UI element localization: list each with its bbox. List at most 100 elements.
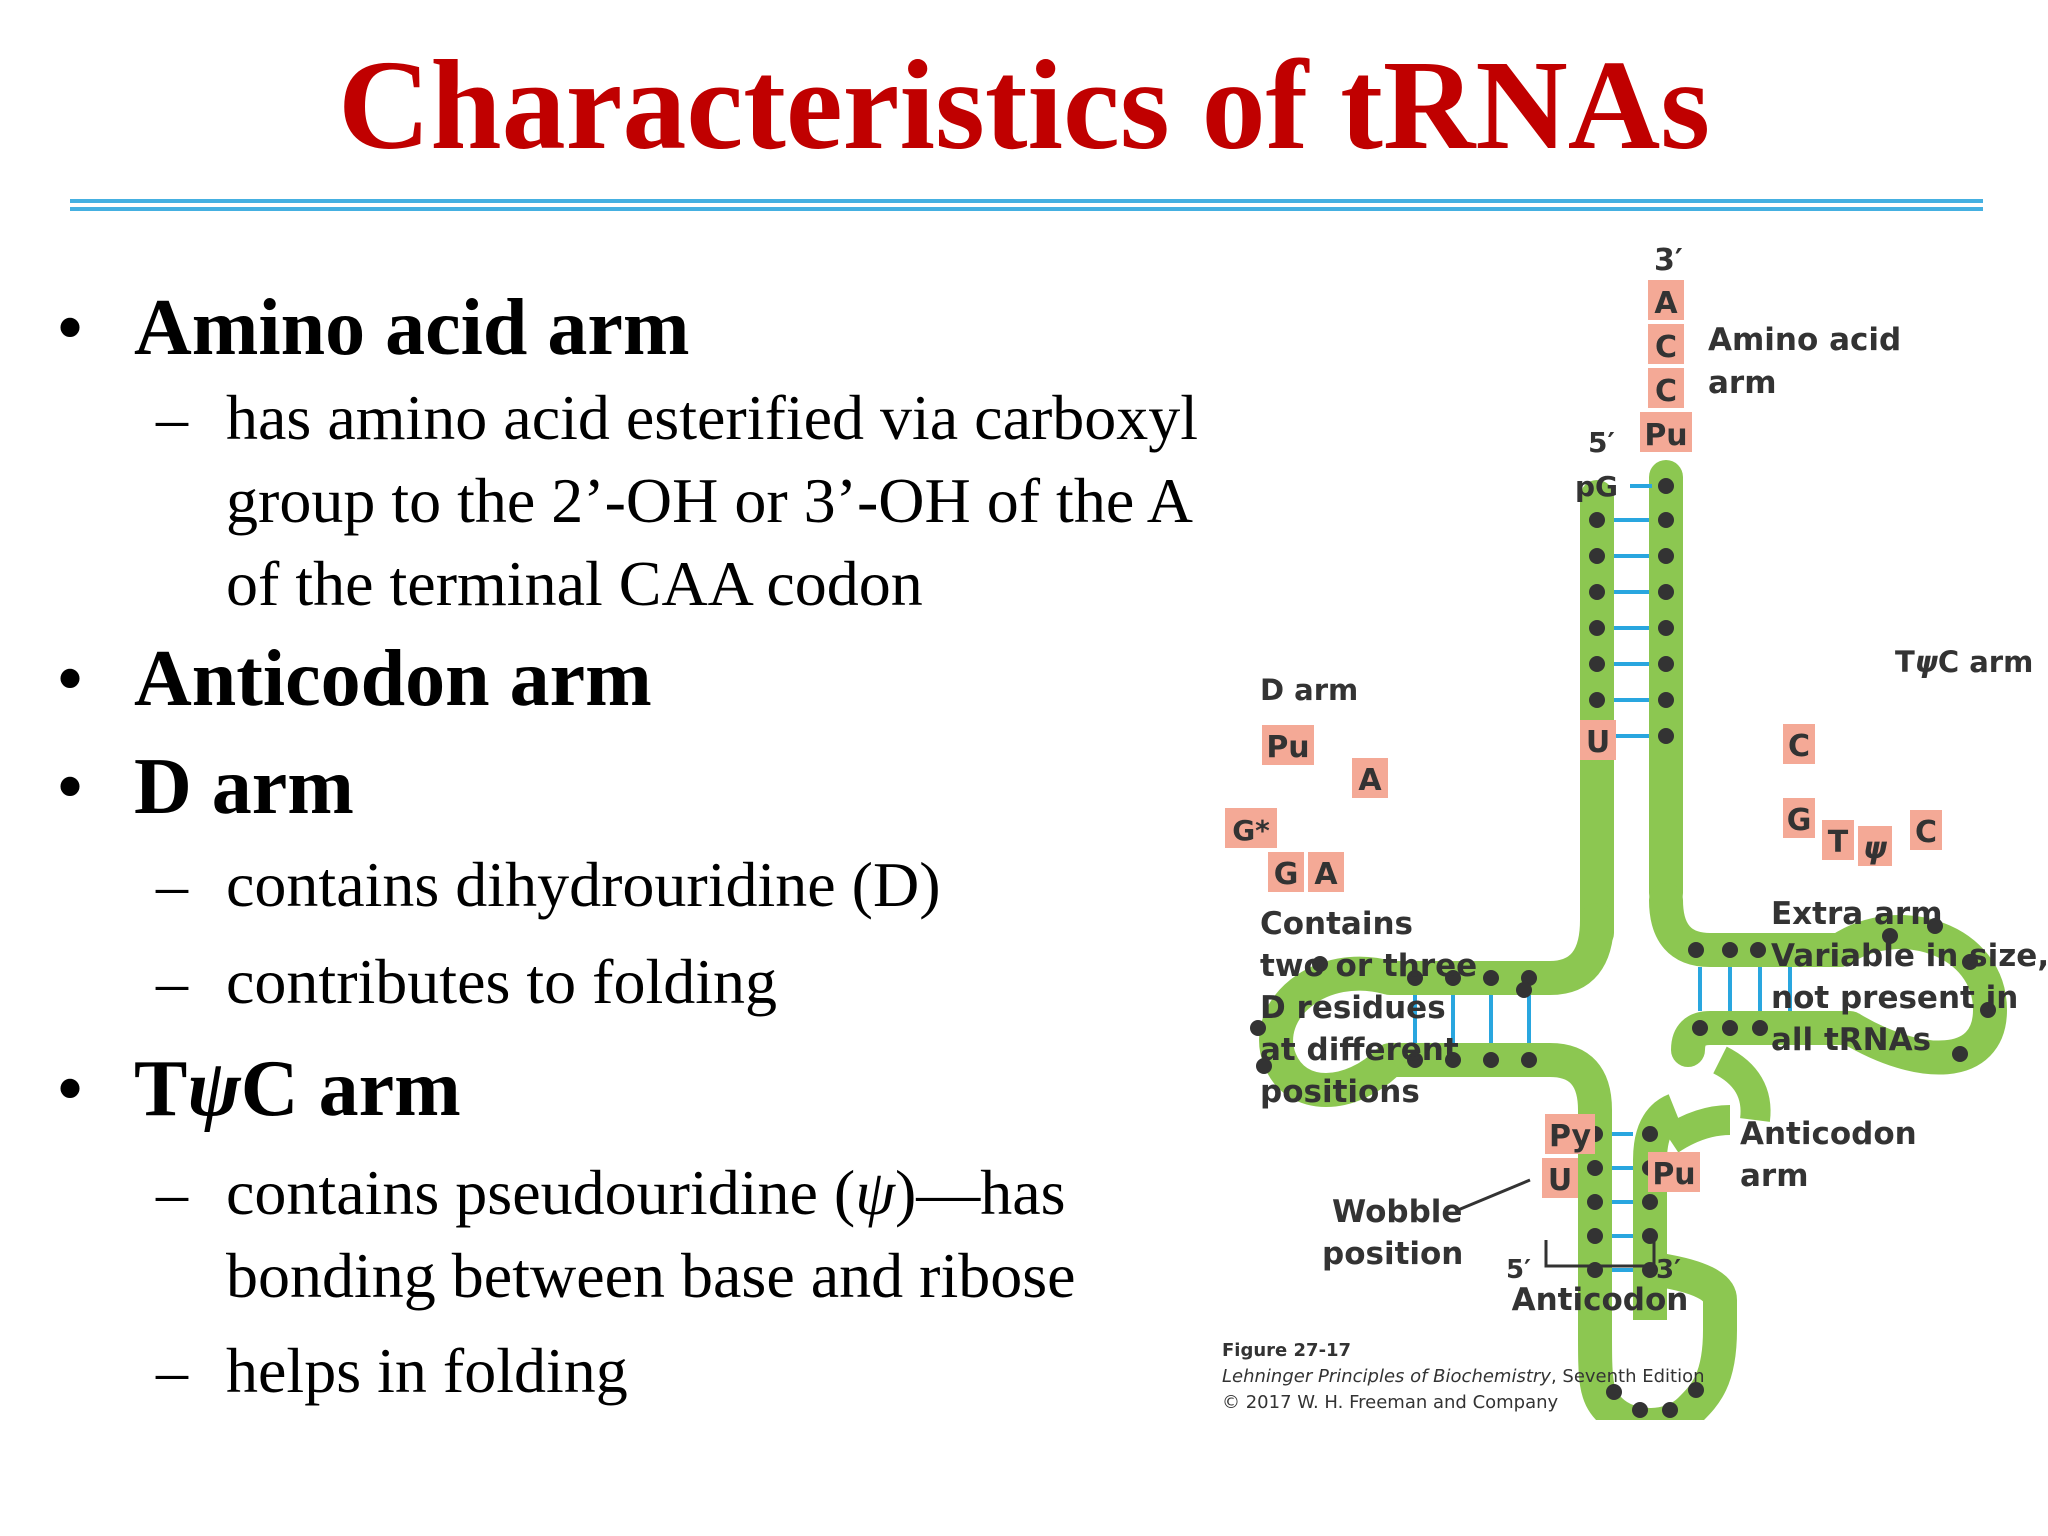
label-anticodon: Anticodon [1512, 1282, 1689, 1318]
nucleotide-dot [1642, 1194, 1658, 1210]
bullet-glyph: • [56, 1045, 85, 1133]
base-box [1783, 724, 1815, 764]
nucleotide-dot [1927, 918, 1943, 934]
dash-glyph: – [156, 1335, 188, 1406]
nucleotide-dot [1632, 1402, 1648, 1418]
base-U: U [1548, 1163, 1572, 1198]
nucleotide-dot [1521, 1052, 1537, 1068]
label-anticodon-arm: arm [1740, 1158, 1809, 1194]
dash-glyph: – [156, 382, 188, 453]
nucleotide-dot [1312, 956, 1328, 972]
label-amino-acid-arm: arm [1708, 365, 1777, 401]
caption-copyright: © 2017 W. H. Freeman and Company [1222, 1392, 1559, 1413]
nucleotide-dots [1587, 1126, 1658, 1278]
sub-bullet-psi: ψ [855, 1157, 895, 1228]
label-anticodon-3prime: 3′ [1656, 1255, 1681, 1285]
base-U: U [1586, 725, 1610, 760]
nucleotide-dot [1980, 1002, 1996, 1018]
base-Py: Py [1549, 1119, 1592, 1154]
bullet-heading: Anticodon arm [134, 635, 652, 723]
base-box [1542, 1158, 1578, 1198]
bullet-list: • Amino acid arm – has amino acid esteri… [56, 272, 1206, 1412]
label-extra-arm: not present in [1771, 980, 2018, 1016]
label-contains: positions [1260, 1074, 1420, 1110]
label-contains: two or three [1260, 948, 1477, 984]
sub-bullet-text: helps in folding [226, 1335, 628, 1406]
label-wobble: Wobble [1332, 1194, 1462, 1230]
caption-book: Lehninger Principles of Biochemistry [1222, 1366, 1551, 1387]
base-A: A [1358, 763, 1382, 798]
label-tpc-arm: TψC arm [1895, 645, 2033, 679]
base-box [1352, 758, 1388, 798]
base-box [1783, 798, 1815, 838]
label-tpc-arm-c: C arm [1938, 645, 2033, 679]
label-extra-arm: Variable in size, [1771, 938, 2048, 974]
nucleotide-dot [1658, 620, 1674, 636]
nucleotide-dot [1658, 548, 1674, 564]
sub-bullet-text-post: )—has bonding between base and ribose [226, 1157, 1076, 1311]
sub-bullet-text-pre: contains pseudouridine ( [226, 1157, 856, 1228]
anticodon-strand-5prime [1578, 1100, 1612, 1350]
base-box [1308, 852, 1344, 892]
nucleotide-dot [1516, 982, 1532, 998]
nucleotide-dot [1658, 656, 1674, 672]
nucleotide-dot [1662, 1402, 1678, 1418]
tpc-arm-base-pairs [1698, 967, 1792, 1011]
d-loop [1259, 956, 1403, 1107]
bullet-amino-acid-arm: • Amino acid arm [56, 280, 1206, 376]
bullet-glyph: • [56, 284, 85, 372]
nucleotide-dot [1587, 1228, 1603, 1244]
bullet-tpsic-arm: • TψC arm [56, 1041, 1206, 1137]
nucleotide-dot [1658, 692, 1674, 708]
base-box [1580, 720, 1616, 760]
bullet-glyph: • [56, 743, 85, 831]
nucleotide-dot [1589, 512, 1605, 528]
anticodon-bases: Py U Pu [1542, 1114, 1700, 1198]
nucleotide-dot [1587, 1262, 1603, 1278]
dash-glyph: – [156, 1157, 188, 1228]
extra-arm-segment [1661, 1105, 1731, 1153]
nucleotide-dot [1445, 1052, 1461, 1068]
sub-bullet: – helps in folding [56, 1329, 1236, 1412]
label-contains: Contains [1260, 906, 1413, 942]
label-contains: D residues [1260, 990, 1446, 1026]
nucleotide-dot [1692, 1020, 1708, 1036]
dash-glyph: – [156, 849, 188, 920]
bullet-anticodon-arm: • Anticodon arm [56, 631, 1206, 727]
sub-bullet-text: contains dihydrouridine (D) [226, 849, 941, 920]
nucleotide-dot [1256, 1058, 1272, 1074]
nucleotide-dot [1688, 1382, 1704, 1398]
stem-strand-5prime [1580, 480, 1614, 950]
nucleotide-dot [1642, 1228, 1658, 1244]
nucleotide-dot [1722, 942, 1738, 958]
tpc-arm-top-strand [1649, 883, 1857, 967]
nucleotide-dot [1752, 1020, 1768, 1036]
base-box [1268, 852, 1304, 892]
base-box [1225, 808, 1277, 848]
base-box [1648, 324, 1684, 364]
trna-diagram: A C C Pu U Pu A G* G A [1222, 243, 2048, 1420]
base-A: A [1654, 286, 1678, 321]
sub-bullet: – contains pseudouridine (ψ)—has bonding… [56, 1151, 1236, 1317]
bullet-heading-pre: T [134, 1045, 188, 1133]
label-contains: at different [1260, 1032, 1459, 1068]
wobble-pointer [1457, 1178, 1531, 1212]
d-arm-bases: Pu A G* G A [1225, 725, 1388, 892]
nucleotide-dot [1642, 1126, 1658, 1142]
base-box [1648, 368, 1684, 408]
base-Pu: Pu [1266, 730, 1309, 765]
sub-bullet-text: has amino acid esterified via carboxyl g… [226, 382, 1199, 619]
extra-arm-segment [1712, 1046, 1771, 1122]
bullet-heading-psi: ψ [187, 1045, 241, 1133]
nucleotide-dot [1589, 620, 1605, 636]
base-box [1262, 725, 1314, 765]
acceptor-stem [1580, 460, 1683, 950]
tpc-arm-bases: C G T ψ C [1783, 724, 1942, 866]
sub-bullet: – contributes to folding [56, 940, 1236, 1023]
bullet-d-arm: • D arm [56, 739, 1206, 835]
sub-bullet-text: contributes to folding [226, 946, 778, 1017]
bullet-heading: Amino acid arm [134, 284, 690, 372]
nucleotide-dot [1407, 970, 1423, 986]
nucleotide-dot [1882, 928, 1898, 944]
caption-source: Lehninger Principles of Biochemistry, Se… [1222, 1366, 1705, 1387]
